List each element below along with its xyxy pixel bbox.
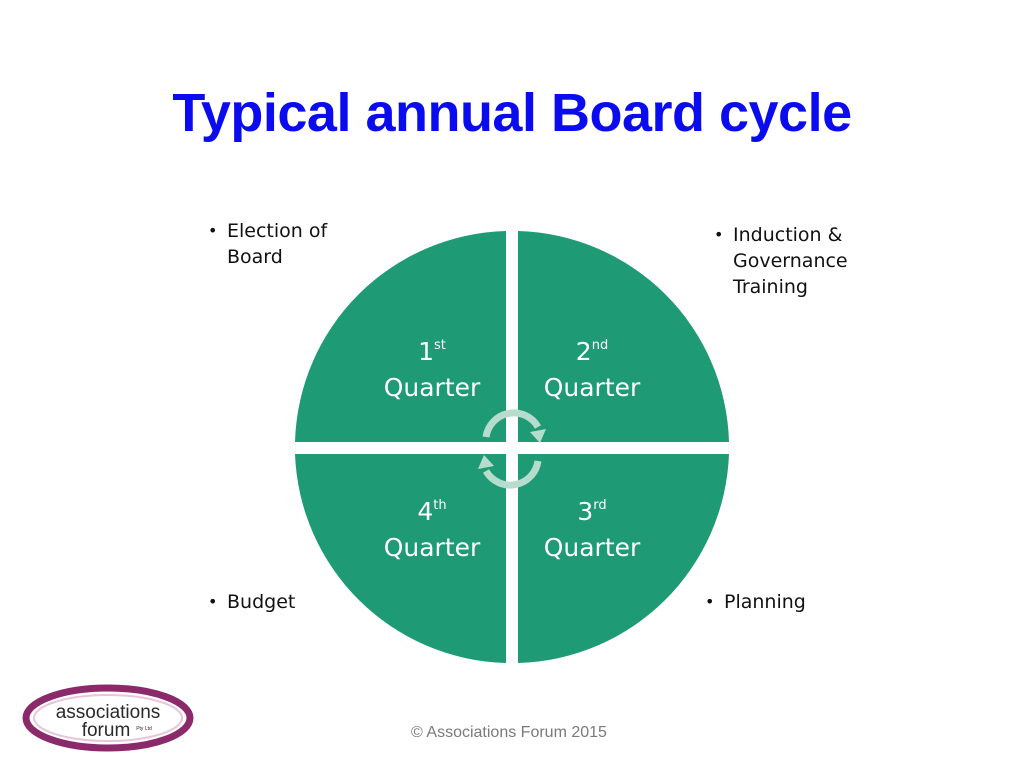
quarter-word: Quarter <box>383 373 481 402</box>
quarter-word: Quarter <box>383 533 481 562</box>
quarter-segment-1 <box>295 231 506 442</box>
quarter-label-2: 2nd Quarter <box>517 334 667 406</box>
quarter-cycle-diagram <box>295 231 729 663</box>
arrow-head-left <box>478 455 494 469</box>
bullet-dot: • <box>714 225 724 244</box>
quarter-suffix: rd <box>593 498 607 513</box>
quarter-number: 3 <box>577 497 594 526</box>
bullet-dot: • <box>208 592 218 611</box>
bullet-text: Election of Board <box>227 220 328 268</box>
quarter-word: Quarter <box>543 373 641 402</box>
bullet-induction: • Induction & Governance Training <box>714 222 893 300</box>
logo-line1: associations <box>56 702 161 723</box>
quarter-segment-3 <box>518 454 729 663</box>
bullet-dot: • <box>705 592 715 611</box>
bullet-election: • Election of Board <box>208 218 367 270</box>
bullet-planning: • Planning <box>705 589 844 615</box>
associations-forum-logo: associations forum Pty Ltd <box>22 684 194 752</box>
quarter-label-4: 4th Quarter <box>357 494 507 566</box>
quarter-segment-4 <box>295 454 506 663</box>
copyright-footer: © Associations Forum 2015 <box>411 724 607 741</box>
bullet-text: Induction & Governance Training <box>733 224 848 298</box>
logo-line2: forum <box>82 720 131 741</box>
logo-ring-highlight <box>33 694 183 742</box>
logo-suffix: Pty Ltd <box>136 726 152 732</box>
quarter-suffix: th <box>433 498 447 513</box>
quarter-suffix: nd <box>591 338 609 353</box>
bullet-text: Planning <box>724 591 806 613</box>
logo-ring <box>22 684 194 752</box>
bullet-text: Budget <box>227 591 296 613</box>
circular-arrows-icon <box>482 409 542 489</box>
arrow-head-right <box>530 429 546 443</box>
quarter-label-3: 3rd Quarter <box>517 494 667 566</box>
quarter-number: 2 <box>575 337 592 366</box>
slide-title: Typical annual Board cycle <box>172 83 852 143</box>
bullet-budget: • Budget <box>208 589 347 615</box>
quarter-suffix: st <box>434 338 446 353</box>
bullet-dot: • <box>208 221 218 240</box>
quarter-label-1: 1st Quarter <box>357 334 507 406</box>
quarter-segment-2 <box>518 231 729 442</box>
quarter-number: 4 <box>417 497 434 526</box>
quarter-word: Quarter <box>543 533 641 562</box>
quarter-number: 1 <box>418 337 435 366</box>
